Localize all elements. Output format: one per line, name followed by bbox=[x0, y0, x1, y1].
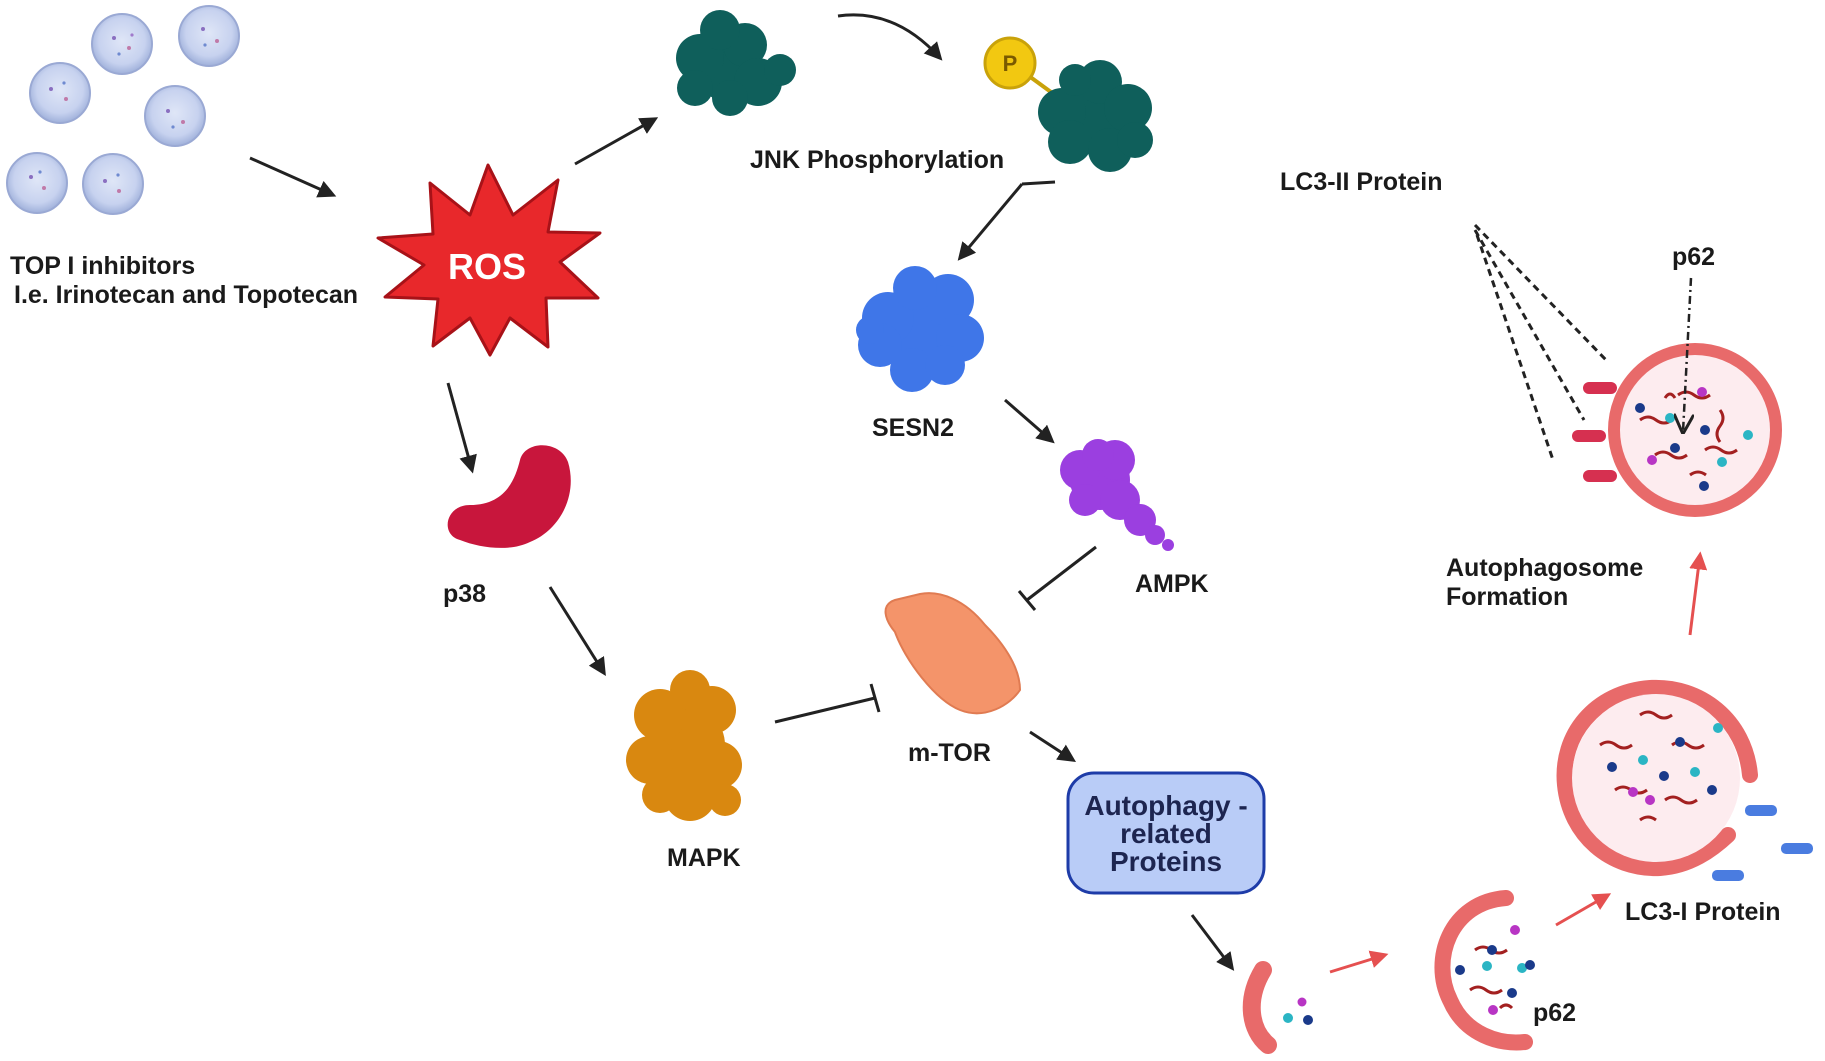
autophagosome-label-line2: Formation bbox=[1446, 583, 1568, 611]
cell-icon bbox=[82, 153, 144, 215]
p38-label: p38 bbox=[443, 580, 486, 608]
phagophore-icon bbox=[1242, 961, 1313, 1054]
cell-icon bbox=[144, 85, 206, 147]
top1-label-line1: TOP I inhibitors bbox=[10, 252, 195, 280]
atg-label-line3: Proteins bbox=[1110, 846, 1222, 877]
lc3ii-marker-icon bbox=[1583, 470, 1617, 482]
autophagy-related-proteins-box: Autophagy - related Proteins bbox=[1066, 771, 1266, 895]
lc3ii-pointer-lines bbox=[1473, 223, 1610, 461]
ros-label: ROS bbox=[448, 246, 526, 287]
sesn2-protein-icon bbox=[856, 266, 984, 392]
arrow-phospho-to-sesn2 bbox=[1021, 180, 1056, 186]
lc3i-label: LC3-I Protein bbox=[1625, 898, 1781, 926]
p62-pointer-line bbox=[1683, 277, 1691, 432]
lc3ii-markers bbox=[1572, 382, 1617, 482]
arrow-p38-to-mapk bbox=[548, 586, 606, 677]
arrow-sesn2-to-ampk bbox=[1004, 398, 1055, 444]
autophagosome-label-line1: Autophagosome bbox=[1446, 554, 1643, 582]
inhibit-mapk-mtor bbox=[774, 696, 876, 724]
red-arrow-to-autophagosome bbox=[1688, 551, 1708, 636]
lc3-marker-icon bbox=[1712, 870, 1744, 881]
red-arrow-expansion-to-lc3i bbox=[1555, 893, 1612, 927]
ros-burst-icon bbox=[376, 163, 602, 357]
jnk-protein-icon bbox=[676, 10, 796, 116]
inhibition-arrows bbox=[774, 545, 1097, 724]
cell-icon bbox=[178, 5, 240, 67]
cell-icon bbox=[91, 13, 153, 75]
mapk-protein-icon bbox=[626, 670, 742, 821]
lc3ii-marker-icon bbox=[1572, 430, 1606, 442]
inhibit-ampk-mtor bbox=[1026, 545, 1097, 602]
p38-protein-icon bbox=[447, 445, 571, 548]
lc3-marker-icon bbox=[1781, 843, 1813, 854]
sesn2-label: SESN2 bbox=[872, 414, 954, 442]
arrow-phospho-to-sesn2-b bbox=[957, 183, 1024, 261]
atg-label-line2: related bbox=[1120, 818, 1212, 849]
lc3i-markers bbox=[1712, 805, 1813, 881]
autophagosome-icon bbox=[1608, 343, 1782, 517]
ampk-label: AMPK bbox=[1135, 570, 1209, 598]
lc3ii-marker-icon bbox=[1583, 382, 1617, 394]
cell-cluster bbox=[6, 5, 240, 215]
mtor-protein-icon bbox=[884, 592, 1022, 715]
cell-icon bbox=[6, 152, 68, 214]
atg-label-line1: Autophagy - bbox=[1084, 790, 1247, 821]
nearly-closed-vesicle-icon bbox=[1556, 679, 1758, 877]
p62-bottom-label: p62 bbox=[1533, 999, 1576, 1027]
phosphate-icon: P bbox=[983, 36, 1037, 90]
red-arrows bbox=[1329, 551, 1708, 974]
lc3ii-label: LC3-II Protein bbox=[1280, 168, 1443, 196]
arrow-ros-to-jnk bbox=[574, 117, 659, 166]
phosphate-label: P bbox=[1003, 51, 1018, 76]
cell-icon bbox=[29, 62, 91, 124]
arrow-ros-to-p38 bbox=[446, 382, 477, 474]
arrow-atg-to-phagophore bbox=[1190, 914, 1235, 971]
jnk-label: JNK Phosphorylation bbox=[750, 146, 1004, 174]
p62-top-label: p62 bbox=[1672, 243, 1715, 271]
phospho-jnk-protein-icon bbox=[1016, 60, 1153, 172]
red-arrow-phagophore-to-expansion bbox=[1329, 950, 1389, 974]
mapk-label: MAPK bbox=[667, 844, 741, 872]
lc3-marker-icon bbox=[1745, 805, 1777, 816]
arrow-mtor-to-atg bbox=[1029, 730, 1077, 762]
top1-label-line2: I.e. Irinotecan and Topotecan bbox=[14, 281, 358, 309]
arrow-jnk-to-phospho bbox=[837, 13, 943, 61]
expanding-phagophore-icon bbox=[1434, 890, 1535, 1051]
pathway-arrows bbox=[249, 13, 1235, 971]
mtor-label: m-TOR bbox=[908, 739, 991, 767]
arrow-cells-to-ros bbox=[249, 156, 337, 198]
ampk-protein-icon bbox=[1060, 439, 1174, 551]
